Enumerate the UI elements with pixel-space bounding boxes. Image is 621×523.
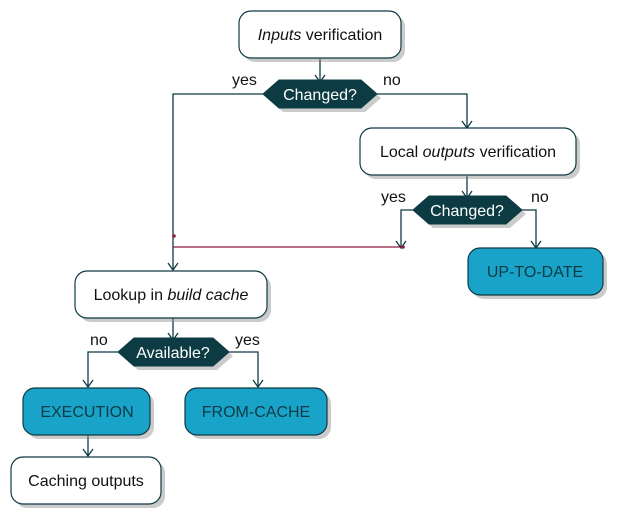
available-no-label: no — [90, 332, 108, 349]
edge-changed2-yes — [400, 209, 413, 248]
svg-text:Inputs verification: Inputs verification — [258, 27, 383, 44]
edge-available-no — [87, 351, 118, 387]
edge-available-yes — [229, 351, 259, 387]
changed-decision-2: Changed? — [412, 195, 526, 228]
up-to-date-node: UP-TO-DATE — [467, 247, 607, 299]
svg-text:Lookup in build cache: Lookup in build cache — [94, 287, 249, 304]
up-to-date-label: UP-TO-DATE — [487, 264, 583, 281]
lookup-pre: Lookup in — [94, 287, 168, 304]
changed1-yes-label: yes — [232, 72, 257, 89]
local-outputs-post: verification — [475, 144, 556, 161]
caching-outputs-node: Caching outputs — [10, 456, 165, 508]
local-outputs-verification-node: Local outputs verification — [359, 127, 580, 179]
execution-node: EXECUTION — [22, 387, 154, 439]
lookup-build-cache-node: Lookup in build cache — [74, 270, 271, 322]
changed-decision-2-label: Changed? — [430, 203, 504, 220]
svg-text:Local outputs verification: Local outputs verification — [380, 144, 556, 161]
changed-decision-1: Changed? — [262, 79, 381, 112]
caching-outputs-label: Caching outputs — [28, 473, 144, 490]
merge-dot-right — [401, 245, 405, 249]
branch-labels: yes no yes no no yes — [90, 72, 549, 349]
available-yes-label: yes — [235, 332, 260, 349]
inputs-verification-node: Inputs verification — [238, 10, 405, 62]
lookup-em: build cache — [167, 287, 248, 304]
edge-changed1-no — [377, 93, 468, 128]
changed1-no-label: no — [383, 72, 401, 89]
edge-changed1-yes — [172, 93, 264, 270]
available-decision: Available? — [117, 337, 233, 370]
available-decision-label: Available? — [136, 345, 210, 362]
edge-changed2-no — [522, 209, 537, 248]
inputs-verification-text: verification — [301, 27, 382, 44]
changed-decision-1-label: Changed? — [283, 87, 357, 104]
local-outputs-pre: Local — [380, 144, 423, 161]
changed2-no-label: no — [531, 189, 549, 206]
execution-label: EXECUTION — [40, 404, 133, 421]
from-cache-node: FROM-CACHE — [184, 387, 331, 439]
merge-dot-left — [172, 234, 176, 238]
changed2-yes-label: yes — [381, 189, 406, 206]
local-outputs-em: outputs — [423, 144, 475, 161]
from-cache-label: FROM-CACHE — [202, 404, 310, 421]
inputs-verification-em: Inputs — [258, 27, 302, 44]
edges — [82, 59, 542, 458]
